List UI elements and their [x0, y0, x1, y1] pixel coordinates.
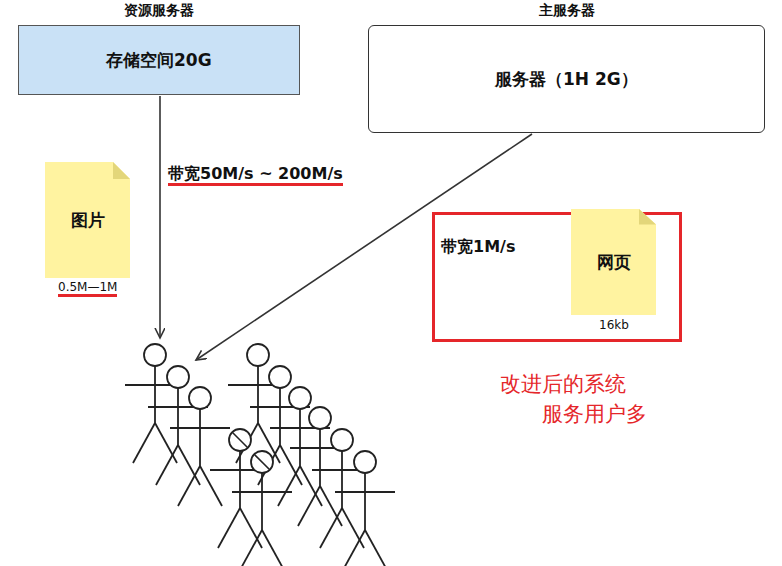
box-label: 带宽1M/s — [441, 237, 515, 258]
box-heading: 资源服务器 — [124, 2, 194, 20]
box-heading: 主服务器 — [539, 2, 595, 20]
server-box: 资源服务器存储空间20G — [18, 25, 300, 95]
box-label: 服务器（1H 2G） — [495, 68, 638, 91]
box-label: 图片 — [71, 209, 105, 232]
box-label: 存储空间20G — [106, 49, 212, 72]
server-box: 带宽1M/s网页16kb — [432, 212, 682, 342]
arrow-line — [159, 96, 161, 338]
document-node: 网页16kb — [571, 209, 656, 315]
box-label: 网页 — [597, 251, 631, 274]
document-node: 图片0.5M—1M — [45, 162, 130, 278]
size-caption: 16kb — [599, 318, 629, 332]
size-caption: 0.5M—1M — [58, 281, 117, 297]
user-crowd — [125, 344, 395, 566]
server-box: 主服务器服务器（1H 2G） — [368, 25, 765, 133]
note-text: 服务用户多 — [542, 400, 647, 428]
note-text: 改进后的系统 — [500, 370, 626, 398]
bandwidth-label: 带宽50M/s ~ 200M/s — [168, 164, 343, 186]
